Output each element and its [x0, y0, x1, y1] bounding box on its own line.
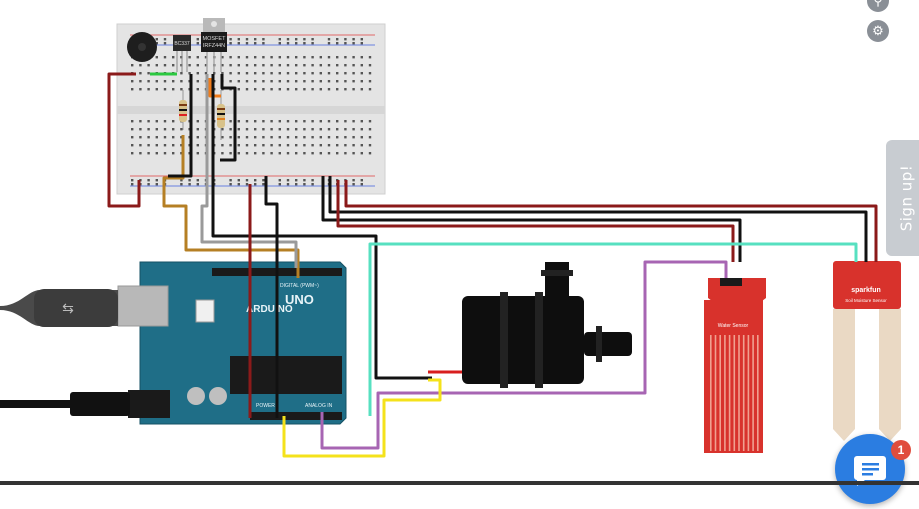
wire-cyan [368, 242, 858, 416]
wire-black-2 [211, 74, 432, 380]
mosfet-label-2: IRFZ44N [203, 43, 225, 49]
wire-black-1 [168, 74, 193, 178]
water-sensor[interactable]: Water Sensor [704, 278, 766, 453]
soil-sensor-brand: sparkfun [851, 287, 881, 294]
usb-cable[interactable]: ⇆ [0, 289, 118, 327]
circuit-canvas[interactable]: BC337 MOSFET IRFZ44N [0, 0, 919, 485]
settings-button[interactable]: ⚙ [867, 20, 889, 42]
transistor-bc337[interactable]: BC337 [173, 35, 191, 72]
gear-icon: ⚙ [872, 23, 884, 38]
wire-black-4 [264, 176, 279, 418]
chat-icon [854, 456, 886, 486]
arduino-uno[interactable]: ARDUINO UNO DIGITAL (PWM~) ANALOG IN POW… [117, 261, 347, 425]
wires[interactable] [107, 72, 878, 458]
transistor-label: BC337 [174, 41, 190, 47]
arduino-brand: ARDUINO [246, 304, 293, 315]
magnifier-icon: ⚲ [873, 0, 883, 8]
wire-purple-1 [320, 260, 728, 450]
resistor-2[interactable] [217, 90, 225, 140]
wire-gray [200, 74, 298, 268]
soil-sensor-label: Soil Moisture Sensor [845, 298, 887, 303]
dc-power-cable[interactable] [0, 392, 130, 416]
arduino-model: UNO [285, 292, 314, 307]
notification-badge: 1 [891, 440, 911, 460]
bottom-bar [0, 481, 919, 485]
zoom-button[interactable]: ⚲ [867, 0, 889, 12]
wire-red-left [107, 72, 141, 208]
mosfet-irfz44n[interactable]: MOSFET IRFZ44N [201, 18, 227, 72]
signup-tab[interactable]: Sign up! [886, 140, 919, 256]
water-pump[interactable] [462, 262, 632, 388]
wire-black-gnd [321, 176, 742, 262]
signup-label: Sign up! [897, 164, 915, 232]
wire-orange [208, 78, 221, 98]
wire-red-vcc2 [344, 180, 878, 262]
wire-yellow [282, 378, 442, 458]
breadboard[interactable] [116, 23, 386, 195]
wire-black-gnd2 [328, 176, 868, 262]
wire-black-3 [220, 74, 237, 162]
arduino-power-label: POWER [256, 403, 275, 409]
svg-text:⇆: ⇆ [62, 300, 74, 316]
resistor-1[interactable] [179, 90, 187, 130]
mosfet-label-1: MOSFET [203, 36, 227, 42]
soil-moisture-sensor[interactable]: sparkfun Soil Moisture Sensor [833, 261, 901, 441]
arduino-analog-label: ANALOG IN [305, 403, 333, 409]
water-sensor-label: Water Sensor [718, 323, 749, 329]
buzzer[interactable] [127, 32, 157, 62]
wire-brown [162, 135, 300, 278]
arduino-digital-label: DIGITAL (PWM~) [280, 283, 319, 289]
